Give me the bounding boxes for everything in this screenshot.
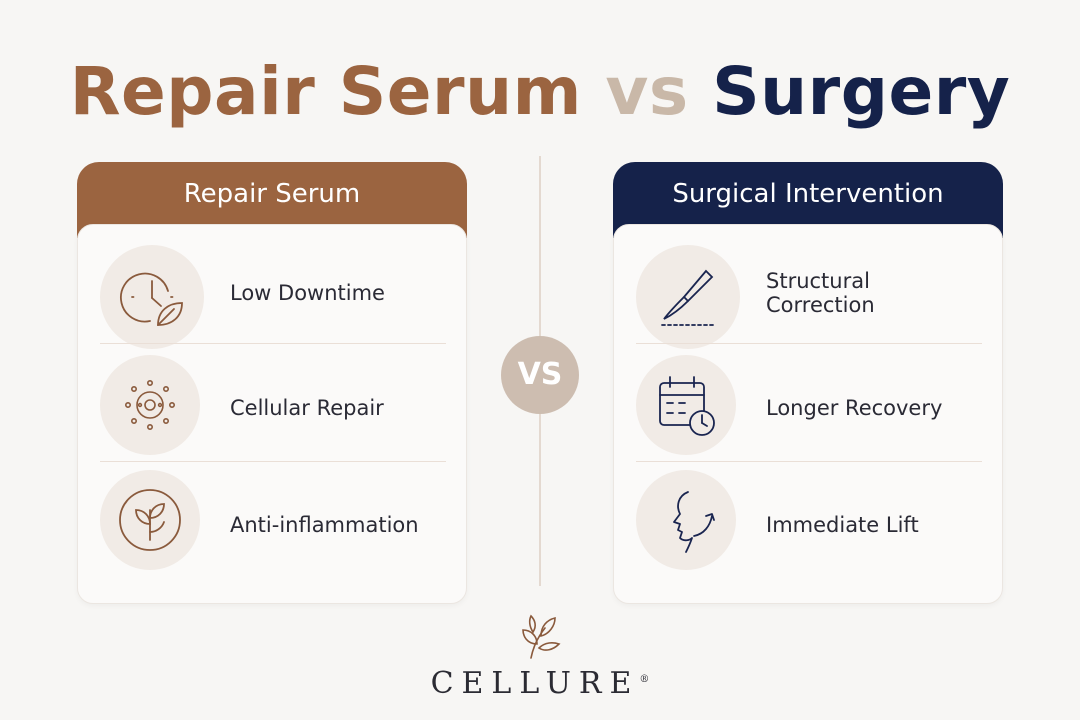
label-structural-correction: Structural Correction [766,269,875,317]
cellure-logo: CELLURE® [420,612,660,702]
repair-serum-panel: Repair Serum Low Downtime [77,162,467,604]
page-title: Repair Serum vs Surgery [0,50,1080,134]
cell-icon [100,355,200,455]
leaf-circle-icon [100,470,200,570]
label-immediate-lift: Immediate Lift [766,513,919,537]
list-item: Longer Recovery [636,343,982,461]
title-surgery: Surgery [712,53,1011,130]
surgical-intervention-panel: Surgical Intervention Structural Correct… [613,162,1003,604]
label-cellular-repair: Cellular Repair [230,396,384,420]
surgical-intervention-list: Structural Correction Longer Re [613,224,1003,604]
repair-serum-list: Low Downtime Cellula [77,224,467,604]
calendar-clock-icon [636,355,736,455]
label-longer-recovery: Longer Recovery [766,396,943,420]
registered-mark: ® [639,674,650,685]
title-serum: Repair Serum [69,53,582,130]
list-item: Low Downtime [100,225,446,349]
list-item: Anti-inflammation [100,461,446,579]
title-vs: vs [605,53,689,130]
list-item: Immediate Lift [636,461,982,579]
label-low-downtime: Low Downtime [230,281,385,305]
list-item: Cellular Repair [100,343,446,461]
label-anti-inflammation: Anti-inflammation [230,513,419,537]
vs-badge: VS [501,336,579,414]
face-lift-icon [636,470,736,570]
leaf-sprig-icon [522,614,561,659]
list-item: Structural Correction [636,225,982,349]
scalpel-icon [636,245,740,349]
clock-leaf-icon [100,245,204,349]
brand-name: CELLURE® [430,666,650,701]
